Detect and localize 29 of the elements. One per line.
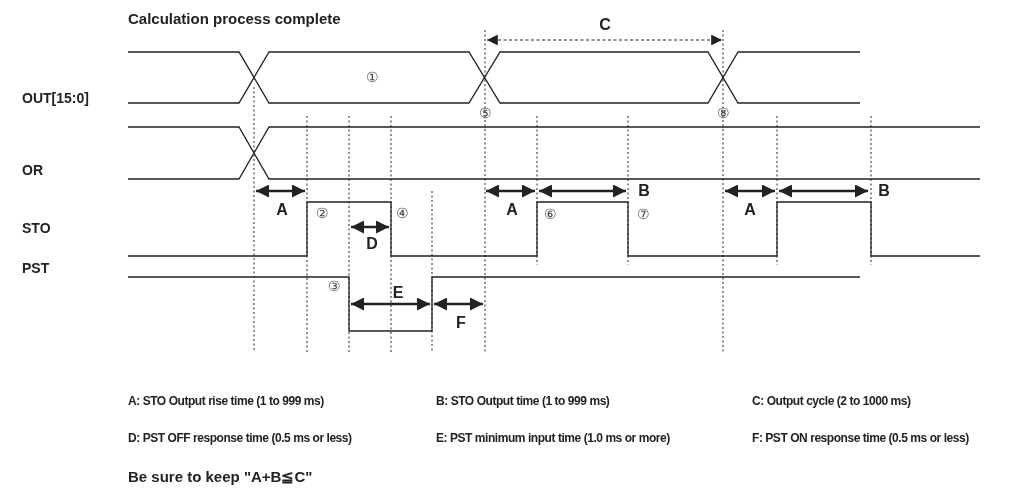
note-text: C: Output cycle (2 to 1000 ms) [752, 395, 911, 407]
dimension-label: E [392, 285, 404, 301]
dimension-label: F [456, 315, 466, 331]
callout-number: ① [365, 70, 379, 84]
note-text: D: PST OFF response time (0.5 ms or less) [128, 432, 352, 444]
signal-name: OR [22, 163, 43, 177]
signal-name: PST [22, 261, 50, 275]
dimension-label: B [878, 183, 890, 199]
signal-name: OUT[15:0] [22, 91, 89, 105]
callout-number: ④ [395, 206, 409, 220]
dimension-label: C [599, 17, 611, 33]
note-text: E: PST minimum input time (1.0 ms or more) [436, 432, 670, 444]
dimension-label: B [638, 183, 650, 199]
note-text: F: PST ON response time (0.5 ms or less) [752, 432, 969, 444]
callout-number: ③ [327, 279, 341, 293]
callout-number: ⑥ [543, 207, 557, 221]
dimension-label: D [366, 236, 378, 252]
dimension-label: A [744, 202, 756, 218]
callout-number: ⑦ [636, 207, 650, 221]
callout-number: ⑤ [478, 106, 492, 120]
callout-number: ⑧ [716, 106, 730, 120]
callout-number: ② [315, 206, 329, 220]
annotation-text: Calculation process complete [128, 10, 341, 26]
note-text: B: STO Output time (1 to 999 ms) [436, 395, 610, 407]
note-text: A: STO Output rise time (1 to 999 ms) [128, 395, 324, 407]
note-text: Be sure to keep "A+B≦C" [128, 468, 313, 484]
signal-name: STO [22, 221, 51, 235]
dimension-label: A [276, 202, 288, 218]
dimension-label: A [506, 202, 518, 218]
